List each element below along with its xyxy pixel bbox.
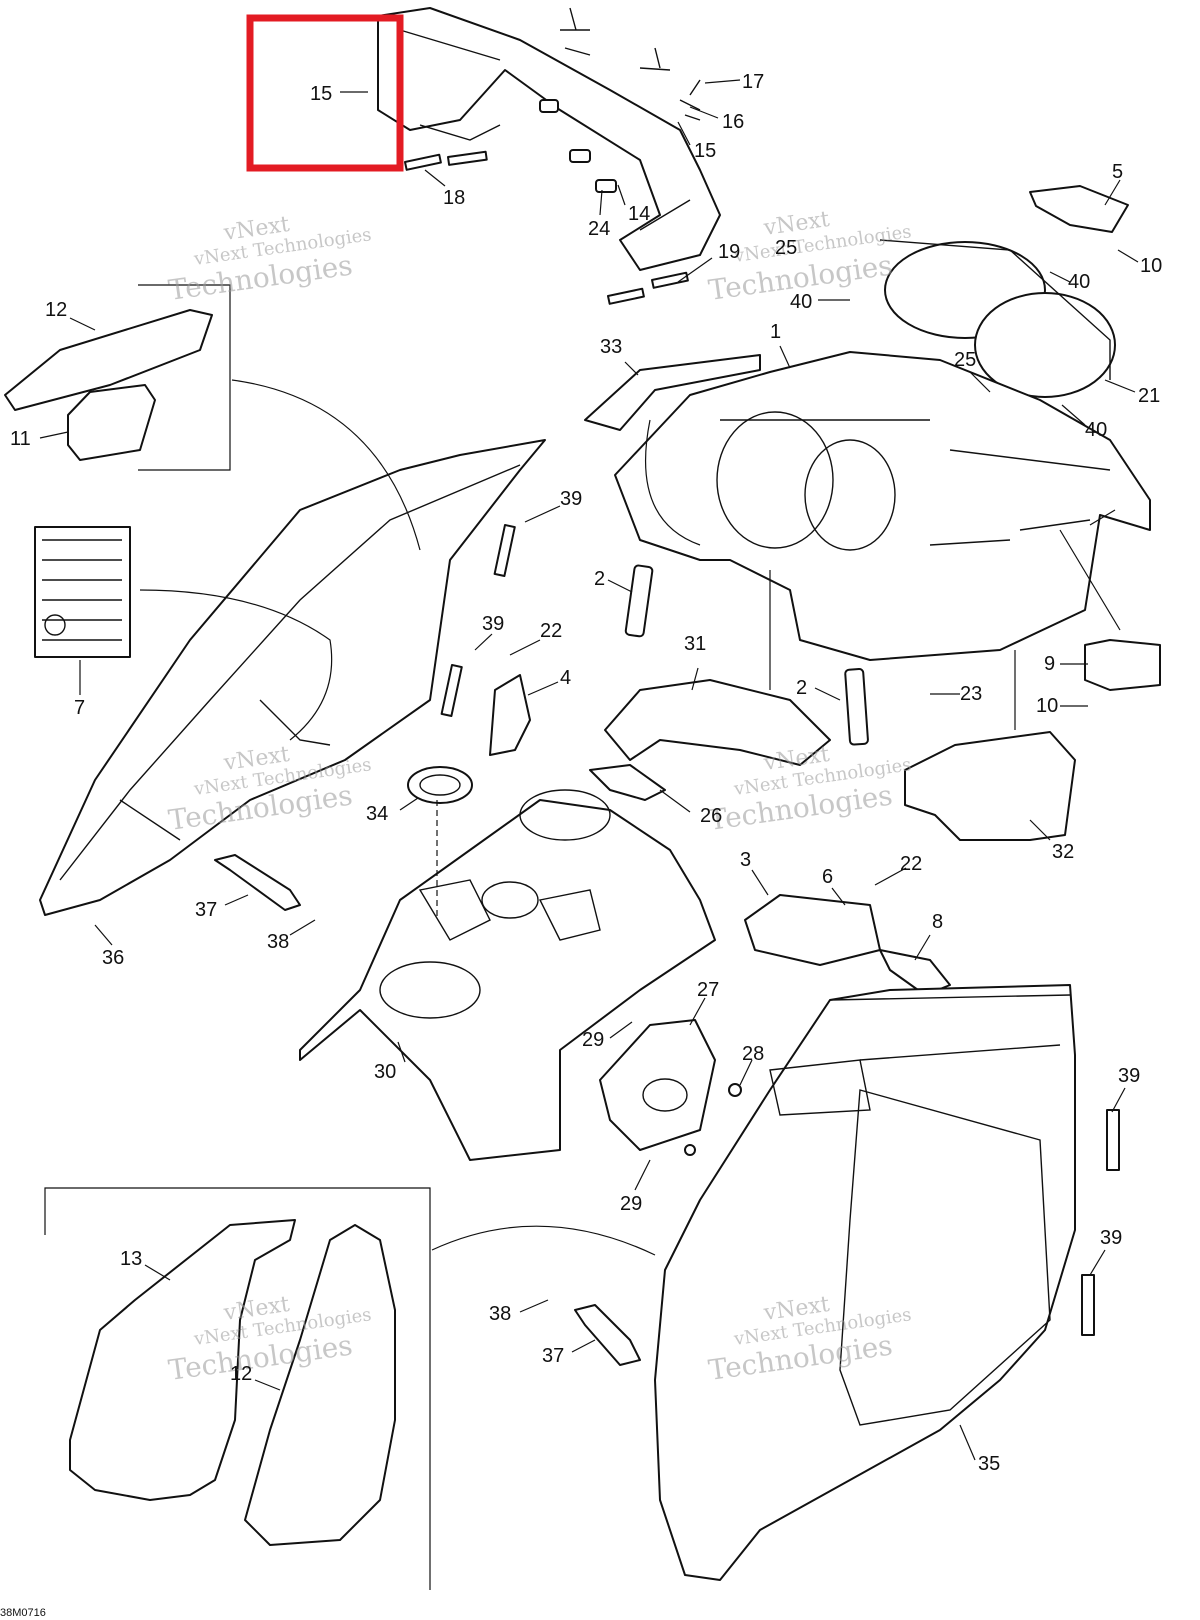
callout-22: 22 [540,620,562,642]
callout-28: 28 [742,1043,764,1065]
callout-39: 39 [1100,1227,1122,1249]
callout-18: 16 [722,111,744,133]
callout-38: 38 [267,931,289,953]
callout-9: 9 [1044,653,1055,675]
part-latch-9 [1084,639,1161,691]
callout-2: 2 [594,568,605,590]
highlight-box [246,14,404,172]
callout-29: 29 [620,1193,642,1215]
callout-1: 1 [770,321,781,343]
part-cover-31 [604,679,831,766]
drawing-code: 38M0716 [0,1607,46,1619]
callout-29: 29 [582,1029,604,1051]
callout-20: 18 [443,187,465,209]
callout-36: 36 [102,947,124,969]
part-dashboard-1 [614,351,1151,661]
callout-6: 8 [932,911,943,933]
callout-7: 5 [1112,161,1123,183]
part-decal-8 [34,526,131,658]
callout-12: 12 [230,1363,252,1385]
callout-10: 10 [1140,255,1162,277]
callout-39: 39 [560,488,582,510]
callout-34: 34 [366,803,388,825]
callout-17: 15 [694,140,716,162]
part-strips-20 [404,150,689,305]
callout-14: 12 [45,299,67,321]
callout-22: 22 [900,853,922,875]
part-brackets-3-6 [744,894,951,996]
part-ring-34 [407,766,473,804]
callout-31: 31 [684,633,706,655]
part-handles-37 [214,854,641,1366]
callout-21: 21 [1138,385,1160,407]
callout-33: 33 [600,336,622,358]
callout-11: 11 [10,428,31,450]
callout-19: 17 [742,71,764,93]
callout-3: 3 [740,849,751,871]
part-inset-14-11 [4,284,231,471]
part-lid-32 [904,731,1076,841]
part-console-30 [299,789,716,1161]
part-bracket-4 [489,674,531,756]
callout-30: 30 [374,1061,396,1083]
callout-13: 13 [120,1248,142,1270]
callout-20: 19 [718,241,740,263]
callout-26: 26 [700,805,722,827]
part-side-panel-35 [654,984,1076,1581]
callout-37: 37 [195,899,217,921]
connector-arrows [139,379,1121,1256]
callout-39: 39 [1118,1065,1140,1087]
leader-lines [39,79,1139,1461]
callout-40: 40 [1068,271,1090,293]
part-brackets-2 [624,564,869,746]
callout-16: 14 [628,203,650,225]
callout-23: 23 [960,683,982,705]
part-side-panel-36 [39,439,546,916]
callout-40: 40 [1085,419,1107,441]
part-trim-33 [584,354,761,431]
callout-15: 15 [310,83,332,105]
callout-2: 2 [796,677,807,699]
part-cupholder-27 [599,1019,742,1156]
callout-27: 27 [697,979,719,1001]
callout-25: 25 [775,237,797,259]
part-clip-26 [589,764,666,801]
callout-32: 32 [1052,841,1074,863]
callout-5: 6 [822,866,833,888]
callout-8: 7 [74,697,85,719]
callout-35: 35 [978,1453,1000,1475]
part-bezel-21 [879,239,1116,398]
callout-38: 38 [489,1303,511,1325]
callouts: 15 17 16 15 14 24 18 19 25 5 10 40 40 40… [10,71,1162,1475]
callout-10: 10 [1036,695,1058,717]
callout-39: 39 [482,613,504,635]
callout-24: 24 [588,218,610,240]
part-fasteners-top [539,7,701,193]
callout-4: 4 [560,667,571,689]
part-inset-13-12 [44,1187,431,1590]
callout-40: 40 [790,291,812,313]
part-windshield-15 [377,7,721,271]
callout-37: 37 [542,1345,564,1367]
callout-25: 25 [954,349,976,371]
part-clip-bar-7 [1029,185,1129,233]
